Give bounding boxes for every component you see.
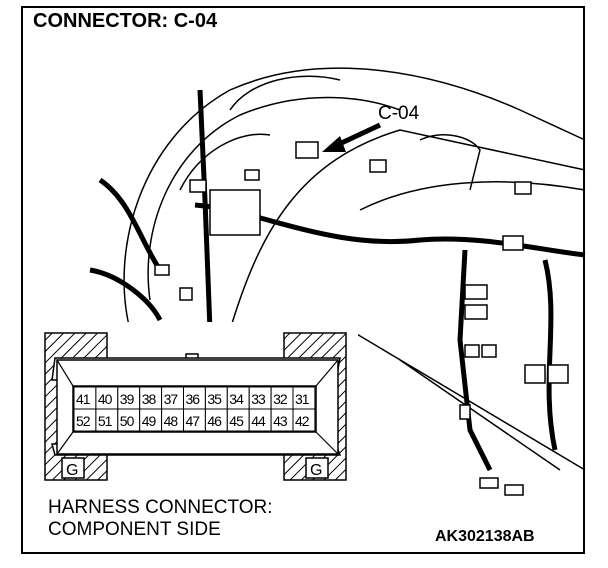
- callout-arrow: [322, 122, 382, 152]
- pin-number: 45: [229, 413, 244, 429]
- pin-number: 52: [76, 413, 91, 429]
- pin-number: 46: [207, 413, 222, 429]
- pin-number: 50: [120, 413, 135, 429]
- ground-terminal-right: G: [310, 462, 322, 479]
- dashboard-outline: [123, 67, 586, 471]
- pin-number: 41: [76, 391, 91, 407]
- pin-number: 49: [142, 413, 157, 429]
- connector-title: CONNECTOR: C-04: [33, 10, 218, 32]
- pin-number: 43: [273, 413, 288, 429]
- caption-line-1: HARNESS CONNECTOR:: [48, 497, 273, 518]
- pin-number: 38: [142, 391, 157, 407]
- pin-number: 40: [98, 391, 113, 407]
- pin-number: 32: [273, 391, 288, 407]
- pin-number: 39: [120, 391, 135, 407]
- pin-number: 42: [295, 413, 310, 429]
- pin-number: 37: [164, 391, 179, 407]
- caption-line-2: COMPONENT SIDE: [48, 519, 221, 540]
- figure-frame: [21, 6, 585, 554]
- pin-number: 31: [295, 391, 310, 407]
- pin-number: 44: [251, 413, 266, 429]
- pin-number: 51: [98, 413, 113, 429]
- pin-number: 33: [251, 391, 266, 407]
- connectors: [154, 141, 569, 496]
- connector-caption: HARNESS CONNECTOR: COMPONENT SIDE: [48, 497, 273, 541]
- figure-code: AK302138AB: [435, 528, 535, 545]
- pin-cell: [292, 408, 316, 432]
- connector-callout-label: C-04: [378, 103, 420, 124]
- ground-terminal-left: G: [66, 462, 78, 479]
- pin-number: 47: [186, 413, 201, 429]
- pin-number: 48: [164, 413, 179, 429]
- pin-number: 34: [229, 391, 244, 407]
- pin-number: 35: [207, 391, 222, 407]
- pin-number: 36: [186, 391, 201, 407]
- connector-c04-location: [295, 141, 319, 159]
- harness-connector-diagram: 41 40 39 38 37 36 35 34 33 32 31 52 51 50 49 48 47 46 45 44…: [36, 322, 358, 492]
